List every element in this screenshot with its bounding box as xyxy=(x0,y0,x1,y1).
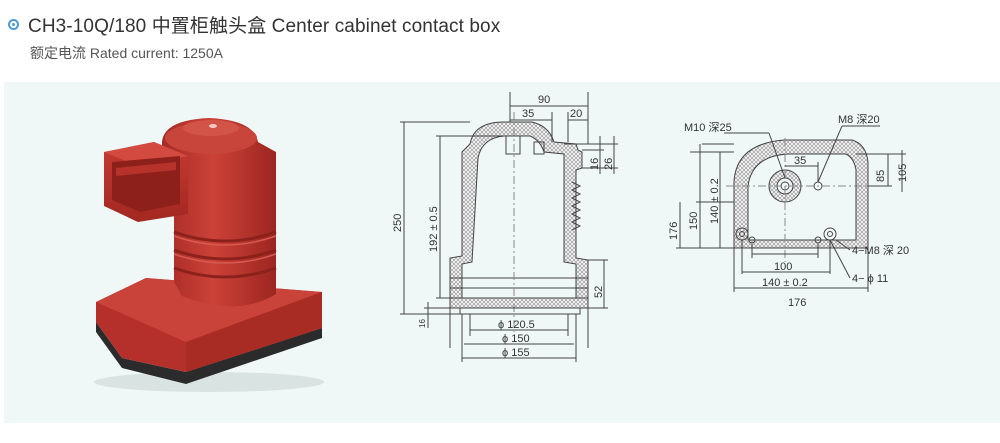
dim-85: 85 xyxy=(875,170,887,182)
dim-90: 90 xyxy=(538,94,550,106)
page-header: CH3-10Q/180 中置柜触头盒 Center cabinet contac… xyxy=(0,0,1000,82)
dim-100: 100 xyxy=(774,261,792,273)
dim-16: 16 xyxy=(589,158,601,170)
dim-192: 192 ± 0.5 xyxy=(428,206,440,252)
dim-176-horizontal: 176 xyxy=(788,297,806,309)
top-view-dimensions: M10 深25 M8 深20 35 85 105 140 ± 0.2 150 1… xyxy=(668,113,909,309)
circle-bullet-icon xyxy=(8,18,19,30)
dim-35-top: 35 xyxy=(794,155,806,167)
dim-140-vertical: 140 ± 0.2 xyxy=(709,178,721,224)
dim-140-horizontal: 140 ± 0.2 xyxy=(762,277,808,289)
rated-current: 额定电流 Rated current: 1250A xyxy=(30,45,223,61)
dim-150: 150 xyxy=(688,212,700,230)
dim-105: 105 xyxy=(897,164,909,182)
product-panel: 90 35 20 16 26 250 192 ± 0.5 52 16 ϕ 120… xyxy=(4,82,1000,423)
label-4-m8: 4−M8 深 20 xyxy=(852,244,909,257)
label-m10: M10 深25 xyxy=(684,121,732,134)
product-drawing: 90 35 20 16 26 250 192 ± 0.5 52 16 ϕ 120… xyxy=(94,92,909,392)
side-view-drawing xyxy=(400,92,618,362)
dim-phi-120-5: ϕ 120.5 xyxy=(498,319,535,331)
dim-35: 35 xyxy=(522,108,534,120)
title-row: CH3-10Q/180 中置柜触头盒 Center cabinet contac… xyxy=(8,11,500,37)
dim-phi-155: ϕ 155 xyxy=(502,347,530,359)
side-view-dimensions: 90 35 20 16 26 250 192 ± 0.5 52 16 ϕ 120… xyxy=(392,94,615,359)
label-m8: M8 深20 xyxy=(838,113,880,126)
dim-176-vertical: 176 xyxy=(668,222,680,240)
top-view-drawing xyxy=(676,125,906,292)
dim-phi-150: ϕ 150 xyxy=(502,333,530,345)
label-4-phi-11: 4− ϕ 11 xyxy=(852,273,888,285)
page-title: CH3-10Q/180 中置柜触头盒 Center cabinet contac… xyxy=(28,15,501,37)
dim-20: 20 xyxy=(570,108,582,120)
dim-52: 52 xyxy=(593,286,605,298)
dim-16-base: 16 xyxy=(418,319,427,328)
product-photo xyxy=(94,118,324,392)
dim-26: 26 xyxy=(603,158,615,170)
dim-250: 250 xyxy=(392,214,404,232)
